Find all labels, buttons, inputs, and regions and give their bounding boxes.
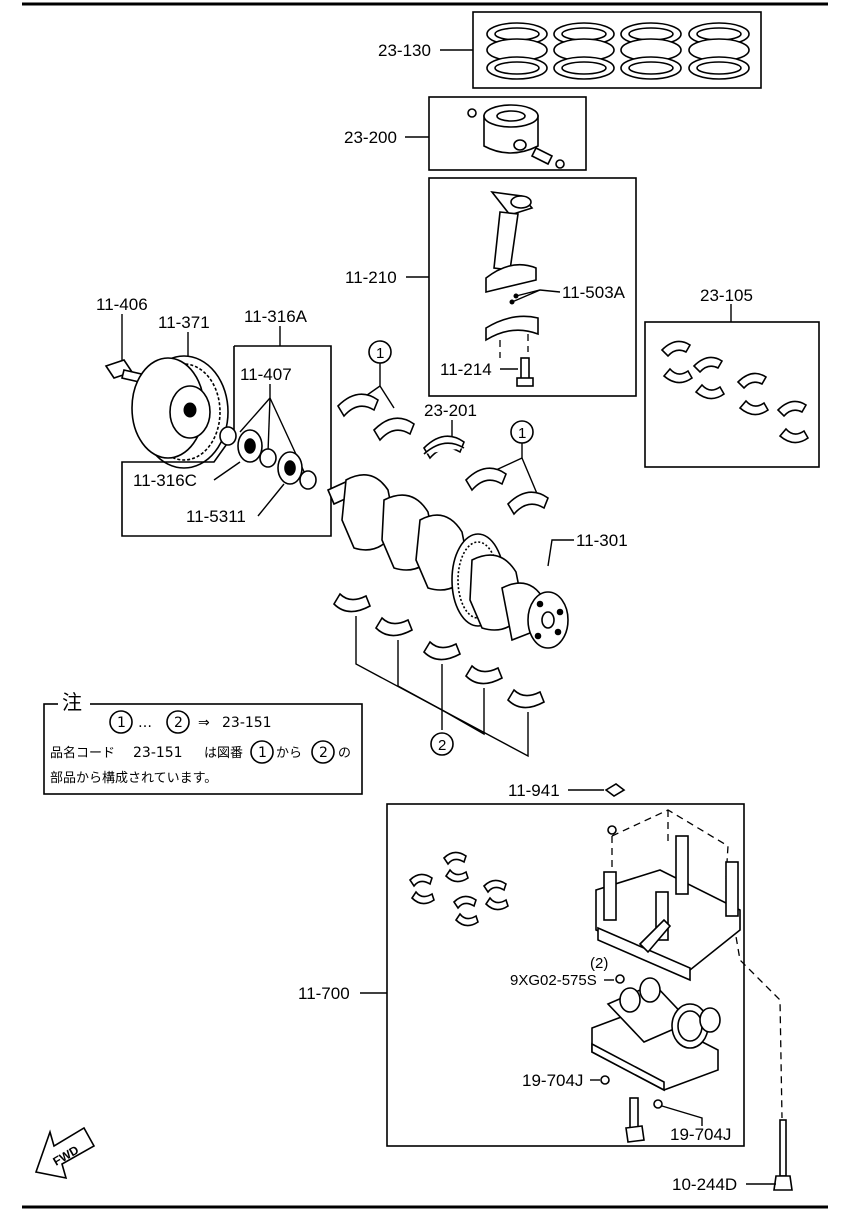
crank-pulley[interactable] <box>131 355 229 469</box>
key-washer <box>299 470 317 490</box>
label-key: 11-407 <box>240 365 292 384</box>
connecting-rod <box>485 190 537 294</box>
bearing-shell <box>736 372 768 390</box>
dowel-b[interactable] <box>653 1099 663 1109</box>
crankshaft[interactable] <box>326 474 569 649</box>
cap-set-bearing <box>482 879 507 894</box>
label-sprocket-set: 11-316A <box>244 307 308 326</box>
label-balancer-bolt: 9XG02-575S <box>510 972 597 989</box>
label-piston-rings: 23-130 <box>378 41 431 60</box>
label-plug: 11-941 <box>508 781 560 800</box>
piston <box>483 104 539 154</box>
main-bearing-lower <box>422 640 462 661</box>
cap-set-bearing <box>410 890 435 905</box>
main-bearing-upper <box>372 417 415 442</box>
ring-set-1 <box>486 22 548 80</box>
main-bearing-lower <box>464 664 504 685</box>
plug[interactable] <box>604 783 626 797</box>
label-piston: 23-200 <box>344 128 397 147</box>
label-main-bearing-cap-set: 11-700 <box>298 984 350 1003</box>
note-arrow: ⇒ <box>198 715 210 731</box>
connecting-rod-group[interactable] <box>428 177 637 397</box>
piston-clip <box>467 108 477 118</box>
main-bearing-upper <box>336 393 379 418</box>
cap-set-bearing <box>442 851 467 866</box>
note-line2-c: から <box>276 746 302 761</box>
rod-cap <box>485 315 539 342</box>
fwd-arrow-icon: FWD <box>34 1126 96 1180</box>
note-line3: 部品から構成されています。 <box>50 771 217 786</box>
label-con-rod-bolt-nut: 11-503A <box>562 283 626 302</box>
label-thrust-bearing: 23-201 <box>424 401 477 420</box>
con-rod-bearings-group[interactable] <box>644 321 820 468</box>
piston-group[interactable] <box>428 96 587 171</box>
bearing-shell <box>692 356 724 374</box>
label-dowel-a: 19-704J <box>522 1071 583 1090</box>
note-line2-a: 品名コード <box>50 745 115 761</box>
label-sprocket-chain: 11-5311 <box>186 507 246 526</box>
label-sprocket-c: 11-316C <box>133 471 197 490</box>
cap-set-bearing <box>454 912 479 927</box>
label-balancer-long-bolt: 10-244D <box>672 1175 737 1194</box>
bearing-shell <box>738 399 770 416</box>
ring-set-4 <box>688 22 750 80</box>
circle-1-lower: 1 <box>518 425 526 442</box>
piston-rings-group[interactable] <box>472 11 762 89</box>
key-washer <box>259 448 277 468</box>
note-line2-code: 23-151 <box>133 745 183 761</box>
cap-set-bearing <box>408 873 433 888</box>
balancer-long-bolt[interactable] <box>773 1119 793 1191</box>
bearing-cap-set-box <box>386 803 745 1147</box>
bearing-shell <box>660 340 692 358</box>
bearing-shell <box>694 383 726 400</box>
note-target: 23-151 <box>222 715 272 731</box>
main-bearing-lower <box>506 688 546 709</box>
bearing-cap-bolt[interactable] <box>625 1097 645 1143</box>
cap-set-bearing <box>444 868 469 883</box>
circle-2: 2 <box>438 737 446 754</box>
label-crankshaft: 11-301 <box>576 531 628 550</box>
balancer-unit[interactable] <box>591 977 721 1092</box>
label-dowel-b: 19-704J <box>670 1125 731 1144</box>
main-bearing-lower <box>374 616 414 637</box>
note-line2-d: の <box>338 746 351 761</box>
note-range-to: 2 <box>174 715 183 731</box>
cap-set-bearing <box>484 896 509 911</box>
ring-set-2 <box>553 22 615 80</box>
label-con-rod-bearings: 23-105 <box>700 286 753 305</box>
cap-set-bearing <box>452 895 477 910</box>
key-washer <box>219 426 237 446</box>
bearing-shell <box>778 427 810 444</box>
ring-set-3 <box>620 22 682 80</box>
note-range-dots: … <box>138 715 152 731</box>
dowel-a[interactable] <box>600 1075 610 1085</box>
main-bearing-lower <box>332 592 372 613</box>
note-heading: 注 <box>62 690 82 714</box>
piston-pin <box>530 146 565 169</box>
balancer-bolt-marker <box>615 974 625 984</box>
label-balancer-bolt-qty: (2) <box>590 955 608 972</box>
note-range-from: 1 <box>117 715 126 731</box>
bearing-shell <box>662 367 694 384</box>
circle-1-upper: 1 <box>376 345 384 362</box>
note-box: 注 1 … 2 ⇒ 23-151 品名コード 23-151 は図番 1 から 2… <box>43 690 363 795</box>
main-bearing-upper <box>506 491 549 516</box>
thrust-bearing[interactable] <box>422 435 465 460</box>
main-bearing-upper <box>464 467 507 492</box>
note-line2-b: は図番 <box>204 746 243 761</box>
label-con-rod-bolt: 11-214 <box>440 360 492 379</box>
label-con-rod: 11-210 <box>345 268 397 287</box>
bearing-shell <box>776 400 808 418</box>
label-pulley-bolt: 11-406 <box>96 295 148 314</box>
bearing-cap-frame[interactable] <box>595 809 783 1119</box>
note-line2-circle2: 2 <box>319 745 328 761</box>
label-pulley: 11-371 <box>158 313 210 332</box>
note-line2-circle1: 1 <box>258 745 267 761</box>
rod-bolt <box>516 357 534 387</box>
